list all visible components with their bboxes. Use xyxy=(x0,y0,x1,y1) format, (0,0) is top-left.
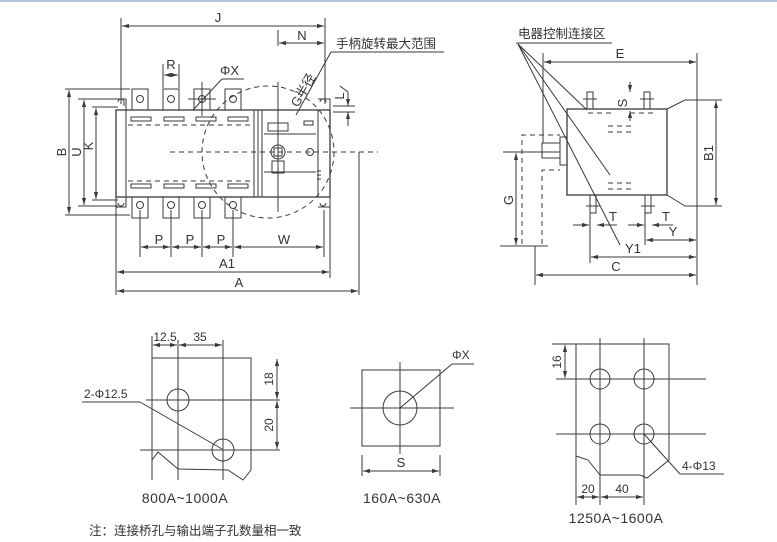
dim-P3: P xyxy=(217,232,226,247)
dim-20-b: 20 xyxy=(581,482,595,496)
dim-G: G xyxy=(501,195,516,205)
dim-16: 16 xyxy=(550,355,564,369)
note-text: 注：连接桥孔与输出端子孔数量相一致 xyxy=(89,523,302,538)
hole-label-2-phi12-5: 2-Φ12.5 xyxy=(84,387,128,401)
dim-J: J xyxy=(215,10,222,25)
handle-rotation-range-circle xyxy=(201,85,335,219)
front-body-outline xyxy=(115,109,331,198)
dim-E: E xyxy=(616,46,625,61)
handle-range-label: 手柄旋转最大范围 xyxy=(336,36,436,51)
dim-S: S xyxy=(615,98,630,107)
dim-phi-x: ΦX xyxy=(220,63,239,78)
dim-B: B xyxy=(54,148,69,157)
dim-12-5: 12.5 xyxy=(153,330,177,344)
dim-N: N xyxy=(297,28,306,43)
dim-W: W xyxy=(278,232,291,247)
top-slots xyxy=(128,116,252,126)
dim-U: U xyxy=(69,147,84,156)
terminal-detail-800-1000: 12.5 35 18 20 2-Φ12.5 800A~1000A xyxy=(82,330,280,506)
terminal-detail-160-630: ΦX S 160A~630A xyxy=(350,348,474,506)
caption-160-630: 160A~630A xyxy=(363,490,441,506)
side-view: 电器控制连接区 S E B1 xyxy=(500,26,722,285)
dim-Y: Y xyxy=(669,224,678,239)
dim-L: L xyxy=(332,92,347,99)
dim-K: K xyxy=(81,141,96,150)
top-terminals xyxy=(131,82,242,116)
dim-A: A xyxy=(235,275,244,290)
dim-35: 35 xyxy=(193,330,207,344)
dim-40: 40 xyxy=(615,482,629,496)
dim-C: C xyxy=(611,259,620,274)
dim-20: 20 xyxy=(262,418,276,432)
bottom-slots xyxy=(128,180,252,189)
top-border-bar xyxy=(0,0,777,2)
caption-1250-1600: 1250A~1600A xyxy=(569,510,664,526)
dim-Y1: Y1 xyxy=(625,241,641,256)
dim-P1: P xyxy=(155,232,164,247)
terminal-detail-1250-1600: 16 20 40 4-Φ13 1250A~1600A xyxy=(550,338,724,526)
dim-T2: T xyxy=(662,209,670,224)
dim-18: 18 xyxy=(262,372,276,386)
dim-R: R xyxy=(166,57,175,72)
dim-P2: P xyxy=(186,232,195,247)
hole-label-phi-x: ΦX xyxy=(452,348,470,362)
dim-T1: T xyxy=(609,209,617,224)
front-view: J N R ΦX 手柄旋转最大范围 G半径 L B U xyxy=(54,10,444,295)
dim-A1: A1 xyxy=(219,256,235,271)
hole-label-4-phi13: 4-Φ13 xyxy=(682,459,716,473)
handle-mechanism xyxy=(264,82,321,212)
control-zone-label: 电器控制连接区 xyxy=(518,26,606,41)
caption-800-1000: 800A~1000A xyxy=(142,490,229,506)
dim-B1: B1 xyxy=(701,145,716,161)
dim-S-detail: S xyxy=(397,455,406,470)
side-body-outline xyxy=(566,108,668,196)
bottom-terminals xyxy=(131,196,242,219)
